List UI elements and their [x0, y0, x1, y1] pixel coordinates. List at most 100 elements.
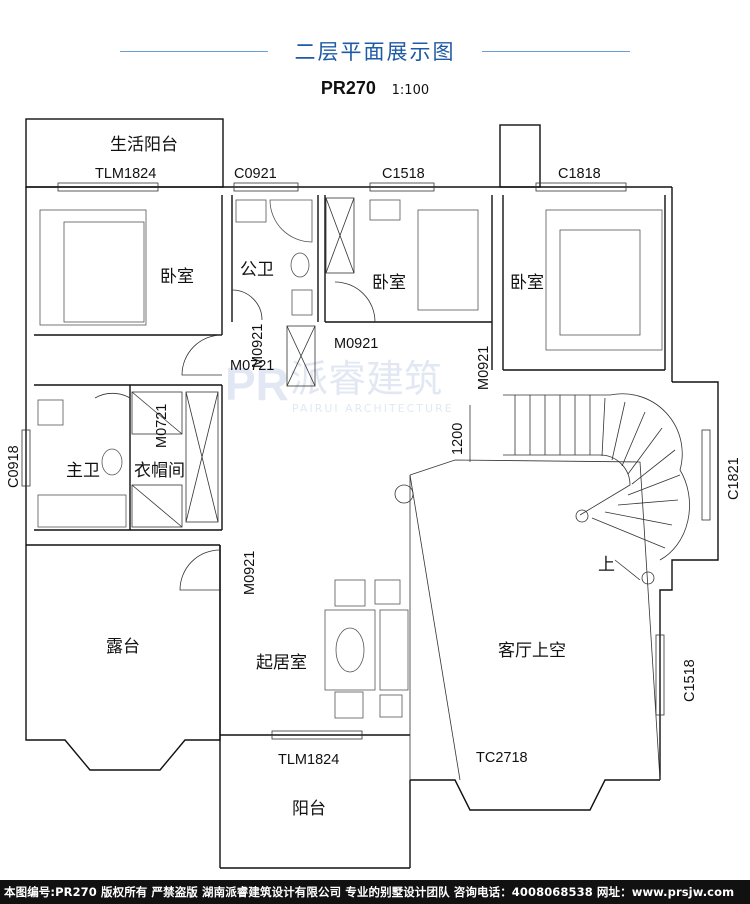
desk-middle [369, 199, 401, 221]
void-boundary [409, 459, 661, 781]
watermark-name: 派睿建筑 [290, 357, 442, 401]
plan-code-line: PR270 1:100 [0, 78, 750, 99]
label-dim-1200: 1200 [450, 423, 466, 455]
closets [131, 197, 355, 528]
tub-master [37, 494, 127, 528]
footer-text: 本图编号:PR270 版权所有 严禁盗版 湖南派睿建筑设计有限公司 专业的别墅设… [4, 885, 735, 899]
page-title: 二层平面展示图 [294, 40, 456, 64]
stair [503, 393, 690, 585]
window-tlm-top [57, 182, 159, 192]
label-m0921-a: M0921 [250, 324, 266, 368]
armchair-top-2 [374, 579, 401, 605]
bed-left [39, 209, 147, 326]
label-m0721-a: M0721 [230, 358, 274, 374]
label-m0921-d: M0921 [242, 551, 258, 595]
right-top-notch [499, 124, 541, 188]
bed-middle [417, 209, 479, 311]
label-m0721-b: M0721 [154, 404, 170, 448]
label-m0921-b: M0921 [334, 336, 378, 352]
closet-wardrobe-2 [131, 391, 183, 435]
window-c1518 [369, 182, 435, 192]
label-c1518-right: C1518 [682, 659, 698, 702]
label-public-bath: 公卫 [240, 260, 274, 280]
label-living-balcony: 生活阳台 [110, 135, 178, 155]
closet-wardrobe [185, 391, 219, 523]
label-bedroom-middle: 卧室 [372, 273, 406, 293]
door-swing-1 [181, 334, 223, 376]
label-tlm-top: TLM1824 [95, 166, 156, 182]
floor-plan: PR 派睿建筑 PAIRUI ARCHITECTURE [6, 118, 742, 869]
stair-inner [503, 454, 631, 516]
label-terrace: 露台 [106, 637, 140, 657]
void-diagonal [409, 474, 461, 781]
bed-left-cover [63, 221, 145, 323]
walls [25, 118, 719, 869]
door-swing-5 [179, 549, 221, 591]
label-bedroom-left: 卧室 [160, 267, 194, 287]
window-c0918 [21, 429, 31, 487]
wall-right-stair [659, 381, 719, 780]
bay-window [410, 779, 660, 811]
closet-bed2 [325, 197, 355, 274]
shower-pub [269, 199, 313, 243]
title-bar: 二层平面展示图 [0, 30, 750, 74]
stair-newel-2 [641, 571, 655, 585]
watermark-sub: PAIRUI ARCHITECTURE [292, 402, 454, 415]
label-c1818: C1818 [558, 166, 601, 182]
windows [21, 182, 711, 740]
window-c1518-right [655, 634, 665, 716]
door-swing-2 [231, 289, 263, 321]
footer: 本图编号:PR270 版权所有 严禁盗版 湖南派睿建筑设计有限公司 专业的别墅设… [0, 880, 750, 904]
fixtures [37, 199, 313, 528]
bed-right-cover [559, 229, 641, 336]
label-living-room: 起居室 [256, 653, 307, 673]
label-tlm-bottom: TLM1824 [278, 752, 339, 768]
stair-newel [575, 509, 589, 523]
armchair-bottom [334, 691, 364, 719]
terrace-outline [25, 545, 221, 771]
label-c1518-top: C1518 [382, 166, 425, 182]
label-balcony: 阳台 [292, 799, 326, 819]
sink-pub [235, 199, 267, 223]
stair-outer [503, 393, 690, 561]
coffee-table [335, 627, 365, 673]
watermark-logo: PR [225, 358, 289, 410]
bed-right [545, 209, 663, 351]
closet-wardrobe-3 [131, 484, 183, 528]
plan-scale: 1:100 [391, 83, 430, 98]
label-tc2718: TC2718 [476, 750, 528, 766]
living-furniture [324, 579, 409, 719]
toilet-master [101, 448, 123, 476]
label-c1821: C1821 [726, 457, 742, 500]
window-tlm-bottom [271, 730, 363, 740]
doors [94, 281, 376, 591]
label-c0921: C0921 [234, 166, 277, 182]
toilet-pub [290, 252, 310, 278]
hall-void [394, 405, 661, 781]
closet-hall [286, 325, 316, 387]
label-closet: 衣帽间 [134, 461, 185, 481]
title-line-left [120, 51, 268, 52]
label-bedroom-right: 卧室 [510, 273, 544, 293]
window-c0921 [233, 182, 299, 192]
basin-pub [291, 289, 313, 316]
column [394, 484, 414, 504]
side-table [379, 694, 403, 718]
door-swing-4 [94, 392, 131, 399]
label-m0921-c: M0921 [476, 346, 492, 390]
door-swing-3 [334, 281, 376, 323]
sofa [379, 609, 409, 691]
label-c0918: C0918 [6, 445, 22, 488]
window-c1818 [535, 182, 627, 192]
window-c1821 [701, 429, 711, 521]
rug [324, 609, 376, 691]
label-stair-up: 上 [598, 555, 615, 575]
sink-master [37, 399, 64, 426]
stair-arrow [614, 559, 641, 581]
label-hall-void: 客厅上空 [498, 641, 566, 661]
label-master-bath: 主卫 [66, 461, 100, 481]
title-line-right [482, 51, 630, 52]
plan-code: PR270 [320, 78, 376, 98]
beds [39, 199, 663, 351]
armchair-top [334, 579, 366, 607]
